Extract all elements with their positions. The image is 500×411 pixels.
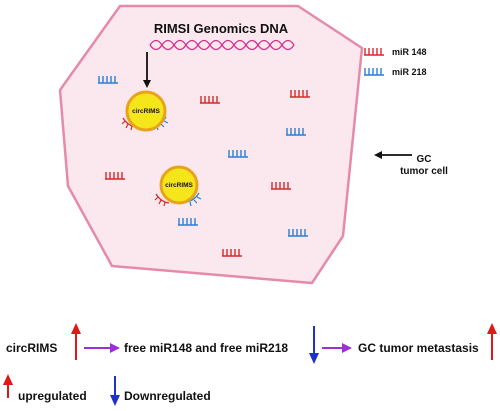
- cell-label-line1: GC: [417, 154, 432, 165]
- mir148-icon: [290, 90, 310, 98]
- legend-mir148-icon: [364, 48, 384, 56]
- legend-mir148-label: miR 148: [392, 47, 427, 57]
- mir218-icon: [288, 229, 308, 237]
- flow-metastasis-label: GC tumor metastasis: [358, 341, 479, 355]
- bound-mir218-icon: [185, 192, 202, 207]
- circrims-complex: circRIMS: [154, 165, 202, 207]
- mir148-icon: [105, 172, 125, 180]
- circrims-complex: circRIMS: [121, 90, 169, 132]
- arrow-key: upregulated Downregulated: [3, 374, 211, 406]
- circrims-label: circRIMS: [132, 108, 160, 115]
- circrims-circle: [125, 90, 167, 132]
- flow-circrims-label: circRIMS: [6, 341, 57, 355]
- up-arrow-icon: [71, 323, 81, 360]
- legend: miR 148 miR 218: [364, 47, 427, 77]
- key-upregulated-label: upregulated: [18, 389, 87, 403]
- dna-helix-icon: [149, 39, 295, 51]
- regulation-flow: circRIMS free miR148 and free miR218 GC …: [6, 323, 497, 364]
- up-arrow-icon: [3, 374, 13, 398]
- up-arrow-icon: [487, 323, 497, 360]
- mir218-icon: [98, 76, 118, 84]
- mir218-icon: [286, 128, 306, 136]
- mir148-icon: [200, 96, 220, 104]
- down-arrow-icon: [309, 326, 319, 364]
- legend-mir218-icon: [364, 68, 384, 76]
- mir218-icon: [228, 150, 248, 158]
- tumor-cell-outline: [58, 4, 364, 285]
- key-downregulated-label: Downregulated: [124, 389, 211, 403]
- bound-mir148-icon: [154, 193, 170, 207]
- dna-title: RIMSI Genomics DNA: [154, 21, 289, 36]
- down-arrow-icon: [110, 376, 120, 406]
- flow-mirna-label: free miR148 and free miR218: [124, 341, 288, 355]
- mir218-icon: [178, 218, 198, 226]
- mirna-field: [98, 76, 310, 257]
- mir148-icon: [222, 249, 242, 257]
- bound-mir148-icon: [121, 117, 137, 131]
- legend-mir218-label: miR 218: [392, 67, 427, 77]
- circrims-circle: [159, 165, 199, 205]
- circrims-label: circRIMS: [165, 182, 193, 189]
- cell-label-line2: tumor cell: [400, 166, 448, 177]
- mir148-icon: [271, 182, 291, 190]
